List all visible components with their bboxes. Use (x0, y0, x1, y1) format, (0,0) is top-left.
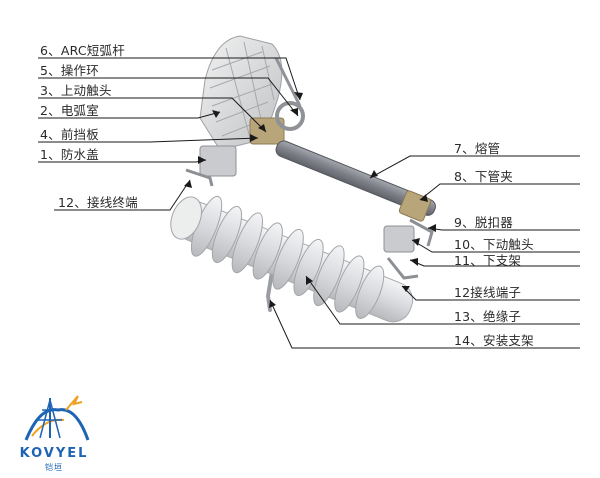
lower-contact-assembly (383, 218, 434, 280)
leader-2 (38, 111, 221, 119)
label-terminal-lower: 12接线端子 (454, 285, 522, 300)
label-insulator: 13、绝缘子 (454, 309, 522, 324)
arrow-heads (184, 92, 436, 308)
leader-14 (269, 299, 580, 349)
label-lower-tube-clamp: 8、下管夹 (454, 169, 513, 184)
leader-10 (411, 239, 580, 253)
label-waterproof-cover: 1、防水盖 (40, 147, 99, 162)
leader-12a (54, 179, 191, 211)
logo-subtitle: 铠垣 (45, 463, 63, 472)
kovyel-logo-icon (24, 395, 90, 441)
fuse-illustration (170, 35, 436, 323)
leader-lines (38, 57, 580, 349)
label-operating-ring: 5、操作环 (40, 63, 99, 78)
leader-3 (38, 97, 267, 133)
label-upper-contact: 3、上动触头 (40, 83, 112, 98)
leader-13 (305, 275, 580, 325)
label-arc-rod: 6、ARC短弧杆 (40, 43, 125, 58)
fuse-tube (275, 140, 436, 216)
label-trip-device: 9、脱扣器 (454, 215, 513, 230)
logo-name: KOVYEL (19, 446, 89, 461)
leader-4 (38, 137, 259, 143)
label-lower-contact: 10、下动触头 (454, 237, 534, 252)
label-terminal-upper: 12、接线终端 (58, 195, 138, 210)
leader-5 (38, 77, 299, 117)
operating-ring (275, 101, 305, 131)
label-front-baffle: 4、前挡板 (40, 127, 99, 142)
label-fuse-tube: 7、熔管 (454, 141, 501, 156)
label-mounting-bracket: 14、安装支架 (454, 333, 534, 348)
leader-6 (38, 57, 301, 101)
label-lower-bracket: 11、下支架 (454, 253, 522, 268)
arc-rod (274, 57, 302, 107)
insulator (170, 195, 414, 323)
leader-8 (419, 183, 580, 201)
label-arc-chamber: 2、电弧室 (40, 103, 99, 118)
leader-7 (369, 155, 580, 179)
